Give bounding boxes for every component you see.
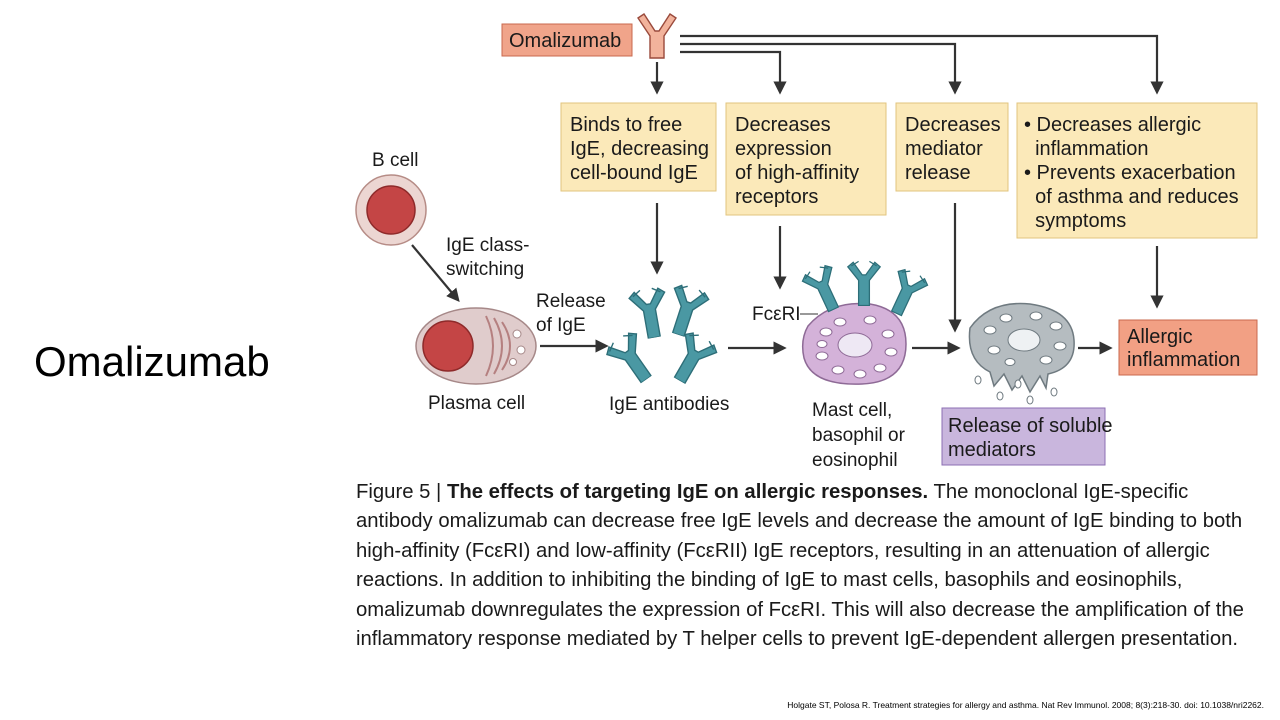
effect-3-line: mediator [905,138,983,160]
effect-2-line: receptors [735,186,818,208]
citation: Holgate ST, Polosa R. Treatment strategi… [787,700,1264,710]
effect-3-line: Decreases [905,114,1001,136]
effect-4-line: • Decreases allergic [1024,114,1201,136]
caption-body: The monoclonal IgE-specific antibody oma… [356,481,1244,651]
drug-box [501,23,633,57]
effect-1-line: Binds to free [570,114,682,136]
effect-4-line: • Prevents exacerbation [1024,162,1236,184]
class-switch-label: IgE class- [446,235,529,256]
mast-cell-label: basophil or [812,425,906,446]
effect-4-line: inflammation [1024,138,1149,160]
effect-2-line: of high-affinity [735,162,859,184]
b-cell-label: B cell [372,150,418,171]
drug-arrows [650,34,1164,95]
effect-2-line: Decreases [735,114,831,136]
omalizumab-diagram: Omalizumab Binds to free IgE, decreasing… [355,13,1258,471]
mediators-box: Release of soluble mediators [941,407,1113,466]
omalizumab-antibody-icon [637,13,677,59]
effect-4-line: of asthma and reduces [1024,186,1239,208]
effect-box-3: Decreases mediator release [895,102,1009,192]
b-cell-icon [355,174,427,246]
allergic-inflammation-box: Allergic inflammation [1118,319,1258,376]
drug-label: Omalizumab [509,30,621,52]
ige-antibodies-label: IgE antibodies [609,394,729,415]
class-switch-arrow [411,244,460,303]
fceri-label: FcεRI [752,304,801,325]
effect-4-line: symptoms [1024,210,1126,232]
release-ige-label: of IgE [536,315,586,336]
effect-box-1: Binds to free IgE, decreasing cell-bound… [560,102,717,192]
effect-1-line: IgE, decreasing [570,138,709,160]
figure-caption: Figure 5 | The effects of targeting IgE … [356,478,1266,654]
allergic-line: inflammation [1127,349,1240,371]
caption-title: The effects of targeting IgE on allergic… [446,481,929,503]
effect-2-line: expression [735,138,832,160]
slide-title: Omalizumab [34,338,270,385]
class-switch-label: switching [446,259,524,280]
plasma-cell-label: Plasma cell [428,393,525,414]
effect-box-2: Decreases expression of high-affinity re… [725,102,887,216]
effect-box-4: • Decreases allergic inflammation • Prev… [1016,102,1258,239]
effect-arrows [650,203,1164,333]
mast-cell-label: Mast cell, [812,400,892,421]
mast-cell-label: eosinophil [812,450,898,471]
mast-cell-icon [799,260,931,385]
plasma-cell-icon [415,307,537,385]
effect-3-line: release [905,162,971,184]
allergic-line: Allergic [1127,326,1193,348]
effect-1-line: cell-bound IgE [570,162,698,184]
degranulating-cell-icon [968,302,1075,405]
caption-figure-label: Figure 5 | [356,481,442,503]
release-ige-label: Release [536,291,606,312]
mediators-line: Release of soluble [948,415,1113,437]
ige-antibodies-icon [602,281,721,391]
mediators-line: mediators [948,439,1036,461]
